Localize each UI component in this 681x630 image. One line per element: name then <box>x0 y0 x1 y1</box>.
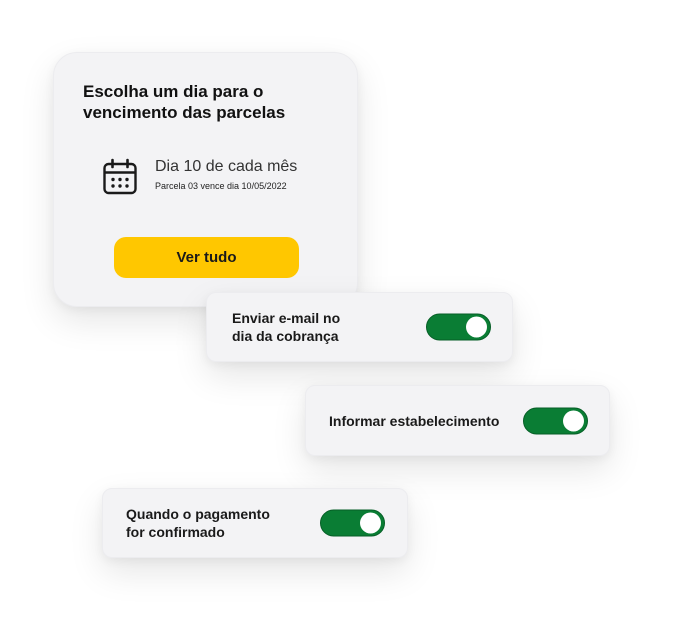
toggle-label-payment-line2: for confirmado <box>126 524 225 540</box>
toggle-label-email-line1: Enviar e-mail no <box>232 310 341 326</box>
next-due-text: Parcela 03 vence dia 10/05/2022 <box>155 181 287 191</box>
due-date-card: Escolha um dia para o vencimento das par… <box>53 52 358 307</box>
card-title: Escolha um dia para o vencimento das par… <box>83 81 323 123</box>
toggle-label-email: Enviar e-mail no dia da cobrança <box>232 309 340 345</box>
toggle-card-payment: Quando o pagamento for confirmado <box>102 488 408 558</box>
toggle-label-payment-line1: Quando o pagamento <box>126 506 270 522</box>
email-toggle-switch[interactable] <box>426 313 491 341</box>
toggle-knob <box>466 316 487 338</box>
store-toggle-switch[interactable] <box>523 407 588 434</box>
toggle-card-email: Enviar e-mail no dia da cobrança <box>206 292 513 362</box>
card-title-line1: Escolha um dia para o <box>83 82 264 101</box>
toggle-knob <box>360 512 381 534</box>
toggle-label-store: Informar estabelecimento <box>329 412 500 429</box>
due-day-text: Dia 10 de cada mês <box>155 158 298 175</box>
view-all-button[interactable]: Ver tudo <box>114 237 299 278</box>
calendar-icon <box>103 158 137 195</box>
toggle-knob <box>563 410 584 431</box>
toggle-label-payment: Quando o pagamento for confirmado <box>126 505 270 541</box>
payment-toggle-switch[interactable] <box>320 509 385 537</box>
card-title-line2: vencimento das parcelas <box>83 103 286 122</box>
toggle-label-email-line2: dia da cobrança <box>232 328 339 344</box>
toggle-card-store: Informar estabelecimento <box>305 385 610 456</box>
